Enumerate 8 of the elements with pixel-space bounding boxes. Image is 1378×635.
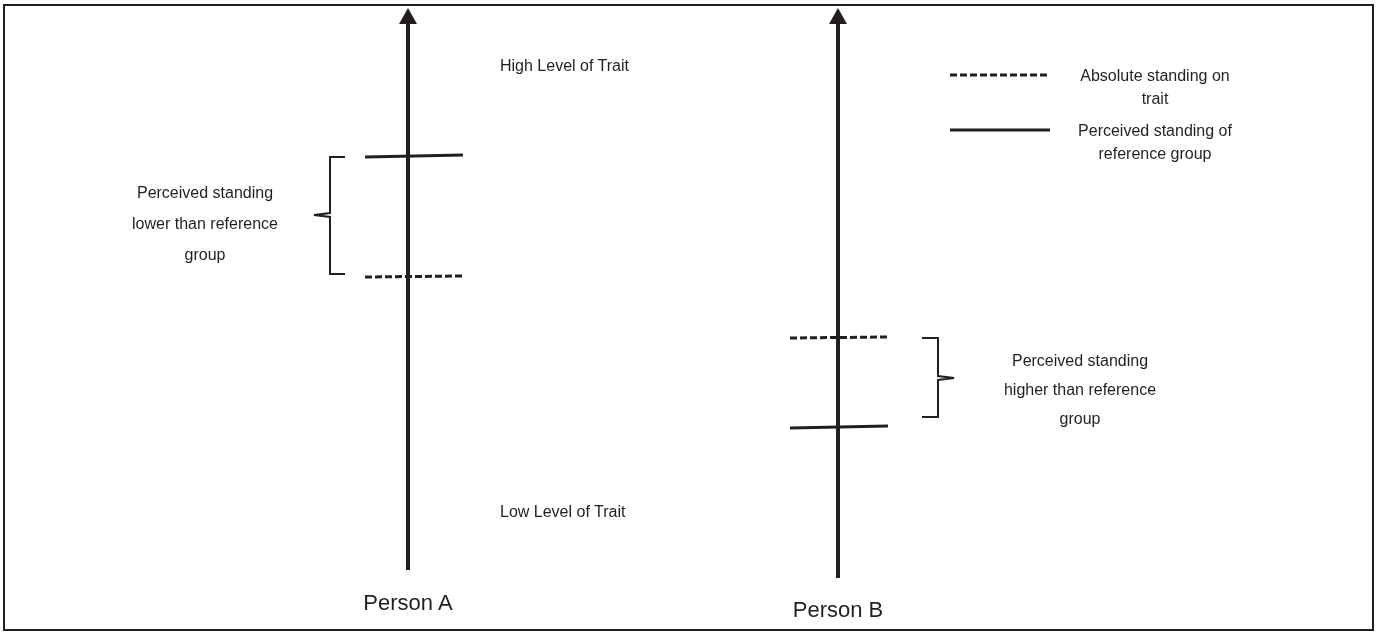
- axis-label: Person A: [362, 589, 454, 617]
- legend-text: Perceived standing of reference group: [1077, 121, 1233, 164]
- scale-label: High Level of Trait: [500, 56, 630, 76]
- bracket-label: Perceived standing lower than reference group: [131, 183, 279, 265]
- scale-label: Low Level of Trait: [500, 502, 627, 522]
- legend-text: Absolute standing on trait: [1079, 66, 1231, 109]
- axis-label: Person B: [791, 596, 885, 624]
- bracket-label: Perceived standing higher than reference group: [1002, 351, 1158, 429]
